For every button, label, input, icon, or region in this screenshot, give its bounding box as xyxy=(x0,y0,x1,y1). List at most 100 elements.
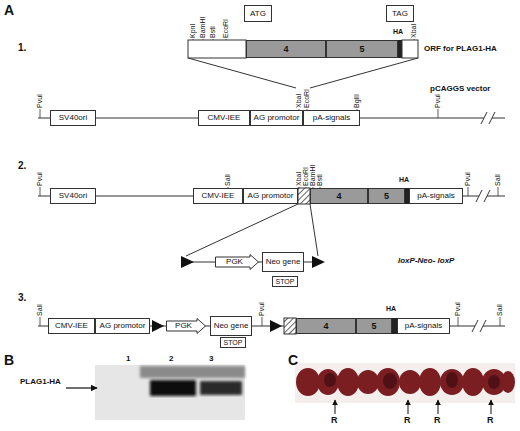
band-arrow xyxy=(66,387,97,388)
promoter-arrow: PGK xyxy=(166,318,206,334)
insert-guide xyxy=(310,58,418,88)
exon-box: 4 xyxy=(246,40,326,58)
element-box: CMV-IEE xyxy=(198,110,250,126)
restriction-site: XbaI xyxy=(410,24,418,38)
site-tick xyxy=(262,317,263,326)
orf-flank xyxy=(188,40,246,58)
panel-letter: B xyxy=(4,352,14,369)
restriction-site: BstI xyxy=(209,26,217,38)
panel-letter: A xyxy=(4,2,14,19)
restriction-site: XbaI xyxy=(295,94,303,108)
node-text: AG promotor xyxy=(100,322,146,330)
element-box: pA-signals xyxy=(409,188,463,204)
restriction-site: PvuI xyxy=(454,302,462,316)
cassette-label: loxP-Neo- loxP xyxy=(398,256,454,266)
lane-number: 2 xyxy=(169,354,173,364)
lane-number: 1 xyxy=(126,354,130,364)
element-box: Neo gene xyxy=(262,252,304,272)
panel-letter: C xyxy=(288,352,298,369)
element-box: AG promotor xyxy=(243,188,298,204)
restriction-site: SalI xyxy=(36,304,44,316)
break-mark xyxy=(489,112,495,124)
restriction-site: EcoRI xyxy=(303,89,311,108)
node-text: pA-signals xyxy=(417,192,454,200)
codon-box: TAG xyxy=(386,5,414,22)
node-text: STOP xyxy=(224,339,243,346)
break-mark xyxy=(476,190,482,202)
restriction-site: BglII xyxy=(353,94,361,108)
band-label: PLAG1-HA xyxy=(20,377,61,387)
site-tick xyxy=(468,187,469,196)
exon-box: 4 xyxy=(310,188,368,204)
resorption-marker: R xyxy=(331,415,338,426)
break-mark xyxy=(472,320,478,332)
node-text: 5 xyxy=(371,322,376,331)
restriction-site: EcoRI xyxy=(222,19,230,38)
node-text: Neo gene xyxy=(214,322,249,330)
restriction-site: PvuI xyxy=(434,94,442,108)
site-tick xyxy=(458,317,459,326)
loxp-triangle xyxy=(152,320,164,332)
restriction-site: PvuI xyxy=(464,172,472,186)
loxp-triangle xyxy=(312,256,325,268)
node-text: PGK xyxy=(175,322,197,330)
break-mark xyxy=(480,320,486,332)
lane-number: 3 xyxy=(209,354,213,364)
node-text: Neo gene xyxy=(266,258,301,266)
element-box: AG promotor xyxy=(95,318,150,334)
insert-guide xyxy=(188,58,296,88)
node-text: 4 xyxy=(283,45,288,54)
tissue-shade xyxy=(324,372,500,389)
site-tick xyxy=(500,317,501,326)
resorption-marker: R xyxy=(404,415,411,426)
node-text: ATG xyxy=(250,10,266,18)
restriction-site: PvuI xyxy=(258,302,266,316)
row-number: 1. xyxy=(18,42,26,54)
exon-box: 5 xyxy=(356,318,392,334)
break-gap xyxy=(475,320,483,332)
tag-label: HA xyxy=(393,28,403,36)
site-tick xyxy=(498,187,499,196)
codon-box: ATG xyxy=(244,5,272,22)
site-tick xyxy=(213,39,214,40)
arrow-shape xyxy=(167,319,206,334)
restriction-site: SalI xyxy=(494,174,502,186)
blot-smear xyxy=(140,366,245,378)
tag-label: HA xyxy=(386,305,396,313)
promoter-arrow: PGK xyxy=(215,254,259,270)
element-box: SV40ori xyxy=(50,188,96,204)
element-box: SV40ori xyxy=(50,110,96,126)
site-tick xyxy=(40,187,41,196)
node-text: SV40ori xyxy=(59,114,87,122)
node-text: CMV-IEE xyxy=(55,322,88,330)
loxp-triangle xyxy=(181,256,194,268)
element-box: CMV-IEE xyxy=(48,318,95,334)
break-mark xyxy=(484,190,490,202)
hatched-site xyxy=(284,318,296,334)
site-tick xyxy=(193,39,194,40)
arrow-shape xyxy=(216,255,259,270)
blot-band xyxy=(200,381,242,395)
resorption-marker: R xyxy=(487,415,494,426)
node-text: pA-signals xyxy=(405,322,442,330)
restriction-site: SalI xyxy=(224,174,232,186)
insert-guide xyxy=(186,204,298,256)
element-box: pA-signals xyxy=(303,110,360,126)
ha-tag-bar xyxy=(398,40,402,58)
element-box: AG promotor xyxy=(250,110,303,126)
exon-box: 5 xyxy=(368,188,405,204)
node-text: AG promotor xyxy=(248,192,294,200)
node-text: CMV-IEE xyxy=(208,114,241,122)
restriction-site: SalI xyxy=(496,304,504,316)
tag-label: HA xyxy=(399,176,409,184)
site-tick xyxy=(438,109,439,118)
blot-band xyxy=(150,380,196,396)
restriction-site: KpnI xyxy=(189,24,197,38)
node-text: STOP xyxy=(276,278,295,285)
row-number: 3. xyxy=(18,292,26,304)
node-text: CMV-IEE xyxy=(202,192,235,200)
element-box: CMV-IEE xyxy=(193,188,243,204)
site-tick xyxy=(203,39,204,40)
resorption-marker: R xyxy=(434,415,441,426)
node-text: 4 xyxy=(336,192,341,201)
